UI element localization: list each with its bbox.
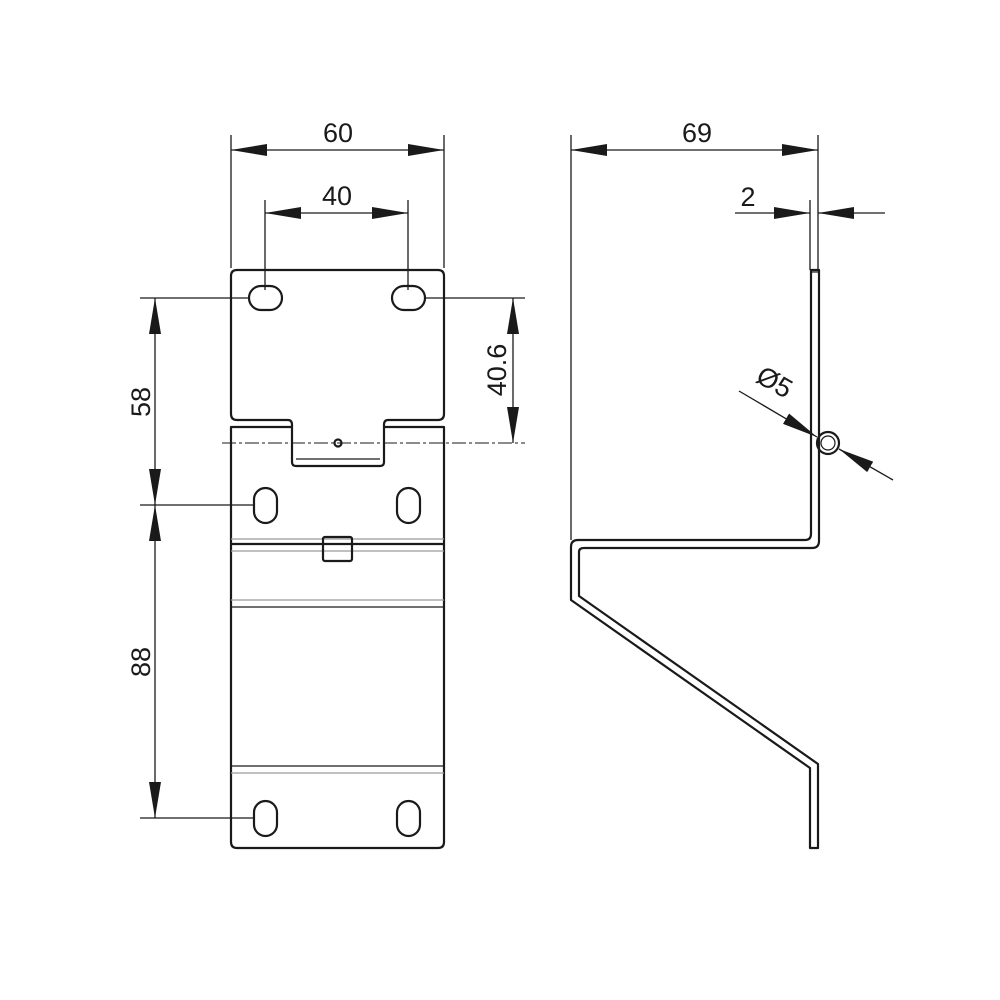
slot-mid-left [252,486,279,525]
dim-label-69: 69 [682,118,712,148]
dim-label-40: 40 [322,181,352,211]
side-view: 69 2 Ø5 [569,118,894,850]
dim-label-58: 58 [126,387,156,417]
dim-label-40-6: 40.6 [482,344,512,397]
front-view: 60 40 58 88 40.6 [126,118,525,850]
hole-circle [815,430,841,456]
dim-label-60: 60 [323,118,353,148]
slot-bottom-right [395,799,422,838]
slot-mid-right [395,486,422,525]
side-profile [569,268,821,850]
slot-bottom-left [252,799,279,838]
upper-plate-outline [229,268,446,468]
tab [321,535,354,563]
dim-label-88: 88 [126,647,156,677]
lower-plate-outline [229,425,446,850]
dim-label-2: 2 [740,182,755,212]
dim-label-diameter-5: Ø5 [751,360,797,404]
